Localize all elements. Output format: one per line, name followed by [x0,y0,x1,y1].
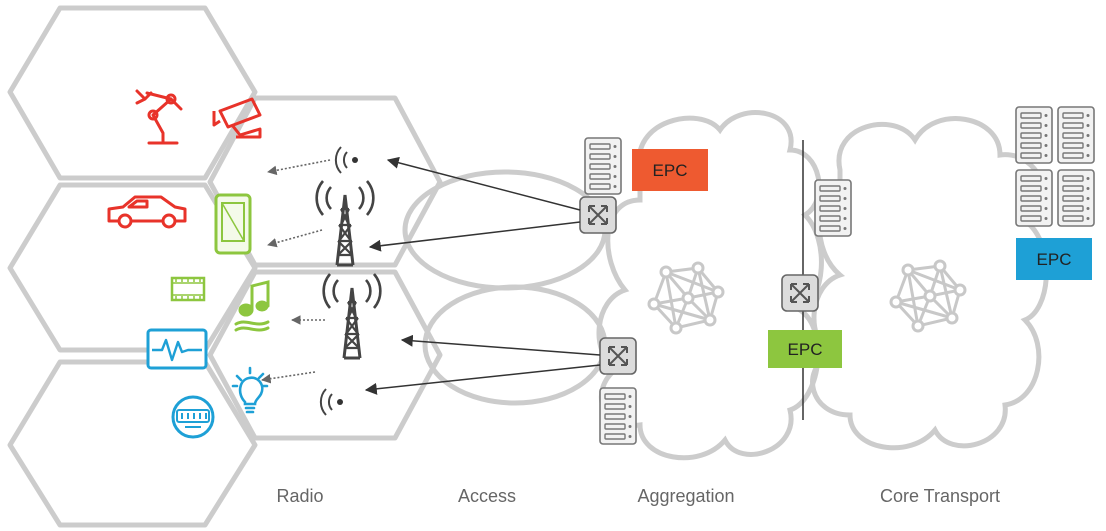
epc-core-box: EPC [1016,238,1092,280]
link-router-smallcell-bottom [364,364,601,395]
epc-aggregation-label: EPC [653,161,688,180]
film-strip-icon [170,276,206,302]
epc-edge-box: EPC [768,330,842,368]
label-aggregation: Aggregation [637,486,734,506]
server-rack-icon [1015,106,1053,164]
server-rack-icon [1057,169,1095,227]
server-rack-icon [1015,169,1053,227]
smart-meter-icon [171,395,215,439]
label-core-transport: Core Transport [880,486,1000,506]
cell-tower-icon [315,179,375,267]
link-smallcell-bulb [261,371,316,384]
link-router-smallcell [386,156,581,211]
cell-tower-icon [322,272,382,360]
server-rack-icon [584,137,622,195]
server-rack-icon [599,387,637,445]
hexagon-top [7,5,258,181]
epc-edge-label: EPC [788,340,823,359]
radio-to-device-links [261,159,331,384]
label-access: Access [458,486,516,506]
small-cell-icon [334,146,359,174]
server-rack-icon [1057,106,1095,164]
epc-core-label: EPC [1037,250,1072,269]
backhaul-links [364,156,601,395]
router-icon [599,337,637,375]
server-rack-icon [814,179,852,237]
link-smallcell-camera [267,159,331,176]
hexagon-upper-left [7,182,258,353]
label-radio: Radio [276,486,323,506]
router-icon [579,196,617,234]
mesh-network-icon [647,261,725,335]
epc-aggregation-box: EPC [632,149,708,191]
hexagon-lower-left [7,359,258,528]
music-note-icon [234,280,270,332]
link-router-tower-bottom [400,334,601,356]
car-icon [107,195,187,229]
smartphone-icon [214,193,252,255]
heart-monitor-icon [146,328,208,370]
core-server-cluster [1015,106,1095,227]
access-ring-lower [422,284,608,406]
light-bulb-icon [231,366,269,414]
link-router-tower-top [368,221,581,252]
core-cloud [810,116,1049,451]
link-tower-phone [267,229,323,248]
hexagon-upper-right [207,95,443,268]
small-cell-icon [319,388,344,416]
mesh-network-icon [889,259,967,333]
robot-arm-icon [135,89,183,145]
security-camera-icon [212,97,262,139]
router-icon [781,274,819,312]
hexagon-lower-right [207,269,443,441]
hexagon-grid [7,5,443,528]
access-ring-upper [402,169,608,291]
